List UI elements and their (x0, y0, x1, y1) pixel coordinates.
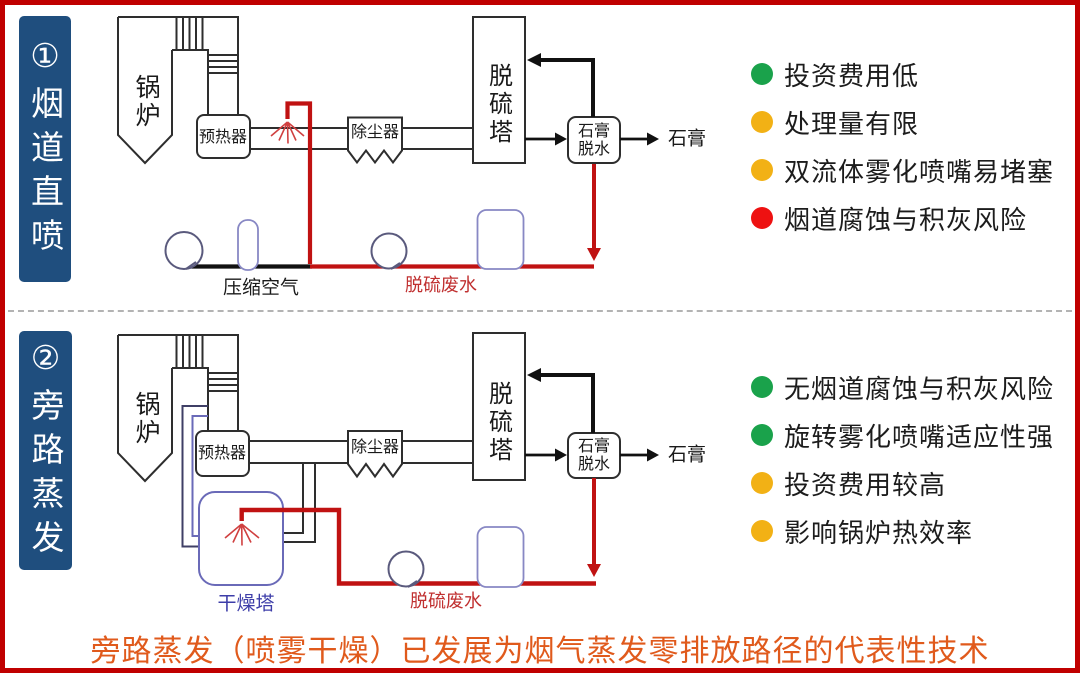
list-item: 双流体雾化喷嘴易堵塞 (751, 157, 1054, 188)
flue-duct (250, 127, 473, 150)
section-1-banner-label: ①烟道直喷 (25, 36, 65, 262)
drying-tower-label: 干燥塔 (217, 592, 275, 615)
boiler-label: 锅炉 (132, 391, 161, 447)
point-text: 烟道腐蚀与积灰风险 (784, 205, 1028, 236)
air-tank (237, 219, 259, 271)
status-dot (751, 472, 773, 494)
drying-tower-box (198, 491, 284, 586)
dust-collector-box (347, 116, 403, 165)
compressed-air-label: 压缩空气 (222, 276, 300, 299)
list-item: 旋转雾化喷嘴适应性强 (751, 422, 1054, 453)
bypass-duct-inner (191, 415, 208, 537)
bottom-caption: 旁路蒸发（喷雾干燥）已发展为烟气蒸发零排放路径的代表性技术 (90, 634, 990, 669)
wastewater-tank (476, 526, 525, 588)
tower-to-dewater-arrowhead (555, 132, 567, 146)
gypsum-dewater-label-line1: 石膏 (577, 436, 611, 456)
fgd-wastewater-label: 脱硫废水 (405, 274, 477, 296)
recirculation-arrowhead (527, 368, 541, 382)
return-duct-inner (284, 463, 304, 534)
compressor-circle (164, 231, 204, 270)
wastewater-pump (370, 232, 408, 270)
gypsum-dewater-label: 石膏 脱水 (578, 437, 610, 473)
section-1-points: 投资费用低 处理量有限 双流体雾化喷嘴易堵塞 烟道腐蚀与积灰风险 (751, 61, 1054, 253)
list-item: 无烟道腐蚀与积灰风险 (751, 374, 1054, 405)
status-dot (751, 111, 773, 133)
wastewater-pipe (285, 101, 596, 269)
pump-tangent (407, 580, 418, 588)
gypsum-out-arrowhead (647, 132, 659, 146)
section-2-banner: ②旁路蒸发 (19, 331, 72, 570)
point-text: 投资费用较高 (784, 470, 947, 501)
recirculation-line (539, 373, 595, 433)
recirculation-line (539, 58, 595, 117)
pump-tangent (390, 262, 401, 270)
diagram-bypass-evaporation (117, 332, 659, 588)
status-dot (751, 207, 773, 229)
gypsum-dewater-label-line2: 脱水 (577, 454, 611, 473)
section-divider (8, 310, 1072, 312)
diagram-flue-direct-injection (117, 16, 659, 271)
gypsum-dewater-label-line1: 石膏 (577, 121, 611, 141)
point-text: 双流体雾化喷嘴易堵塞 (784, 157, 1055, 188)
section-2-points: 无烟道腐蚀与积灰风险 旋转雾化喷嘴适应性强 投资费用较高 影响锅炉热效率 (751, 374, 1054, 566)
dust-collector-label: 除尘器 (350, 437, 400, 457)
status-dot (751, 424, 773, 446)
boiler-outline (117, 334, 239, 483)
spray-nozzle (270, 121, 305, 144)
compressor-tangent (185, 261, 197, 270)
bypass-duct-outer (181, 405, 208, 548)
list-item: 处理量有限 (751, 109, 1054, 140)
return-duct-outer (284, 463, 316, 543)
preheater-label: 预热器 (197, 443, 247, 463)
gypsum-dewater-label: 石膏 脱水 (578, 122, 610, 158)
wastewater-pipe (239, 478, 596, 586)
point-text: 无烟道腐蚀与积灰风险 (784, 374, 1055, 405)
status-dot (751, 159, 773, 181)
flue-duct (249, 440, 473, 464)
boiler-label: 锅炉 (132, 74, 161, 130)
dust-collector-box (347, 430, 403, 479)
wastewater-arrow-down (587, 564, 601, 577)
fgd-tower-label: 脱硫塔 (484, 63, 513, 147)
point-text: 处理量有限 (784, 109, 920, 140)
gypsum-dewater-label-line2: 脱水 (577, 139, 611, 158)
wastewater-pump (387, 550, 425, 588)
fgd-tower-label: 脱硫塔 (484, 381, 513, 465)
recirculation-arrowhead (527, 53, 541, 67)
list-item: 投资费用低 (751, 61, 1054, 92)
list-item: 影响锅炉热效率 (751, 518, 1054, 549)
fgd-wastewater-label: 脱硫废水 (410, 590, 482, 612)
wastewater-tank (476, 209, 525, 270)
status-dot (751, 520, 773, 542)
list-item: 烟道腐蚀与积灰风险 (751, 205, 1054, 236)
status-dot (751, 376, 773, 398)
list-item: 投资费用较高 (751, 470, 1054, 501)
section-2-banner-label: ②旁路蒸发 (26, 337, 65, 564)
status-dot (751, 63, 773, 85)
fgd-tower-box (472, 332, 526, 481)
point-text: 投资费用低 (784, 61, 920, 92)
preheater-box (195, 430, 250, 477)
gypsum-out-arrowhead (647, 448, 659, 462)
point-text: 影响锅炉热效率 (784, 518, 974, 549)
dust-collector-label: 除尘器 (350, 122, 400, 142)
gypsum-out-label: 石膏 (667, 443, 707, 466)
boiler-outline (117, 16, 239, 165)
wastewater-arrow-down (587, 248, 601, 261)
preheater-label: 预热器 (198, 127, 248, 147)
point-text: 旋转雾化喷嘴适应性强 (784, 422, 1055, 453)
section-1-banner: ①烟道直喷 (19, 16, 71, 282)
gypsum-out-label: 石膏 (667, 127, 707, 150)
preheater-box (196, 114, 251, 159)
tower-to-dewater-arrowhead (555, 448, 567, 462)
spray-nozzle (224, 523, 260, 546)
fgd-tower-box (472, 16, 526, 164)
